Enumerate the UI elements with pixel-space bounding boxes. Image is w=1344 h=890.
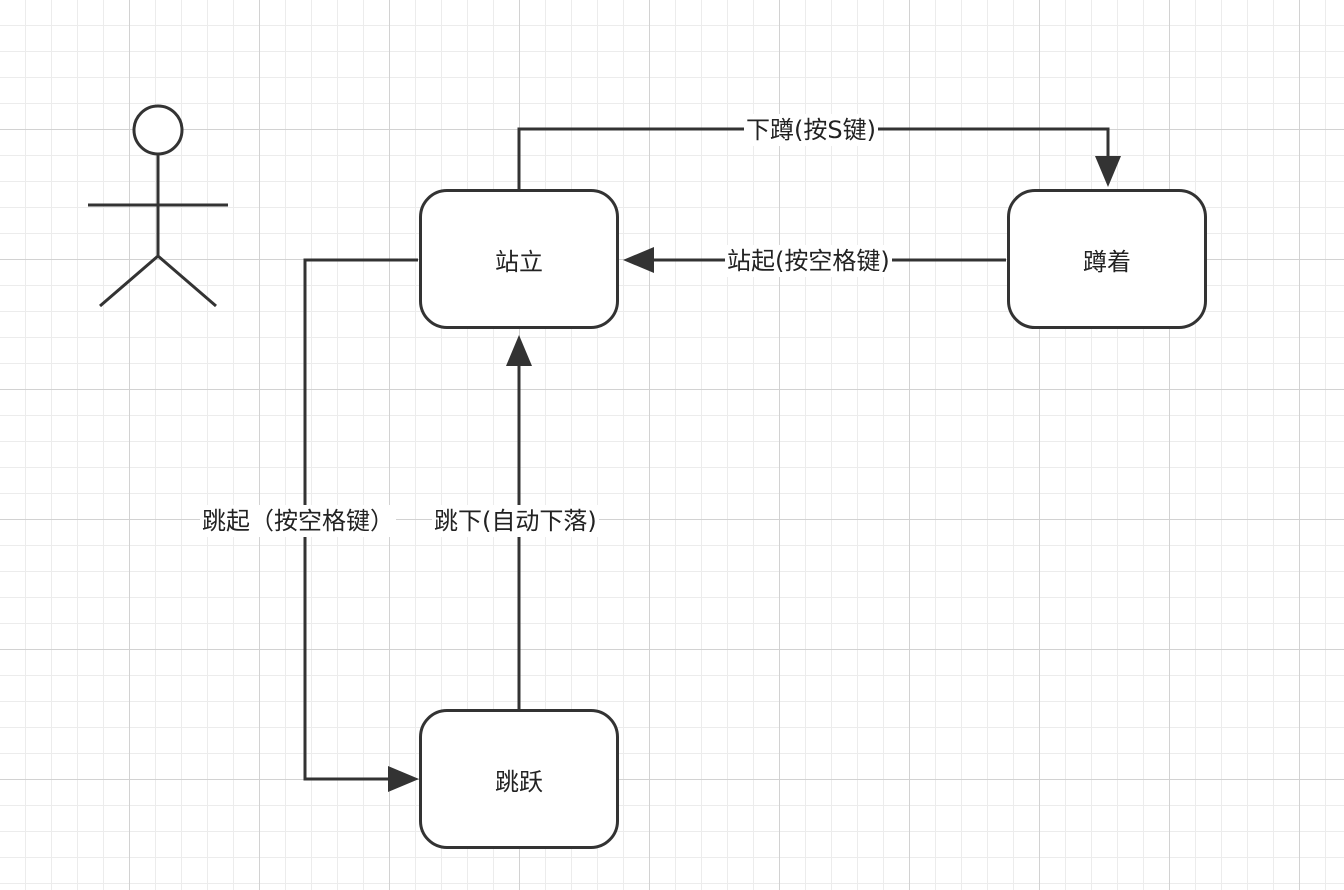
state-crouching-label: 蹲着: [1083, 247, 1131, 276]
state-crouching: 蹲着: [1007, 189, 1207, 329]
state-jumping: 跳跃: [419, 709, 619, 849]
edge-fall-arrowhead: [506, 335, 532, 366]
state-standing-label: 站立: [495, 247, 543, 276]
stick-figure-icon: [88, 104, 228, 308]
edge-crouch-arrowhead: [1095, 156, 1121, 187]
state-jumping-label: 跳跃: [495, 767, 543, 796]
edge-jump-arrowhead: [388, 766, 419, 792]
edge-fall-label: 跳下(自动下落): [432, 505, 599, 537]
state-standing: 站立: [419, 189, 619, 329]
edge-crouch-label: 下蹲(按S键): [744, 114, 878, 146]
edge-jump-label: 跳起（按空格键）: [200, 505, 396, 537]
edge-stand-up-label: 站起(按空格键): [725, 245, 892, 277]
edge-stand-up-arrowhead: [623, 247, 654, 273]
